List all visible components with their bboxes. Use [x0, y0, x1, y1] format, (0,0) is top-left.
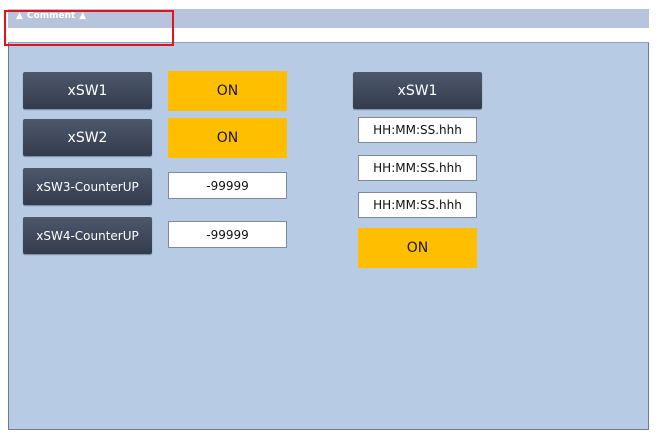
xsw3-counterup-button[interactable]: xSW3-CounterUP [23, 168, 152, 205]
xsw3-counter-value: -99999 [168, 172, 287, 199]
xsw2-button[interactable]: xSW2 [23, 119, 152, 156]
xsw2-status-lamp: ON [168, 118, 287, 158]
timestamp-field-2: HH:MM:SS.hhh [358, 155, 477, 181]
triangle-up-icon: ▲ [79, 10, 87, 21]
divider [8, 42, 649, 43]
timestamp-field-1: HH:MM:SS.hhh [358, 117, 477, 143]
comment-label: Comment [26, 11, 76, 21]
xsw4-counter-value: -99999 [168, 221, 287, 248]
xsw4-counterup-button[interactable]: xSW4-CounterUP [23, 217, 152, 254]
comment-header[interactable] [8, 9, 649, 28]
xsw1-status-lamp: ON [168, 71, 287, 111]
triangle-up-icon: ▲ [16, 10, 23, 21]
xsw1-right-button[interactable]: xSW1 [353, 72, 482, 109]
right-status-lamp: ON [358, 228, 477, 268]
comment-input[interactable] [8, 28, 649, 42]
comment-toggle[interactable]: ▲ Comment ▲ [16, 11, 86, 21]
xsw1-button[interactable]: xSW1 [23, 72, 152, 109]
timestamp-field-3: HH:MM:SS.hhh [358, 192, 477, 218]
